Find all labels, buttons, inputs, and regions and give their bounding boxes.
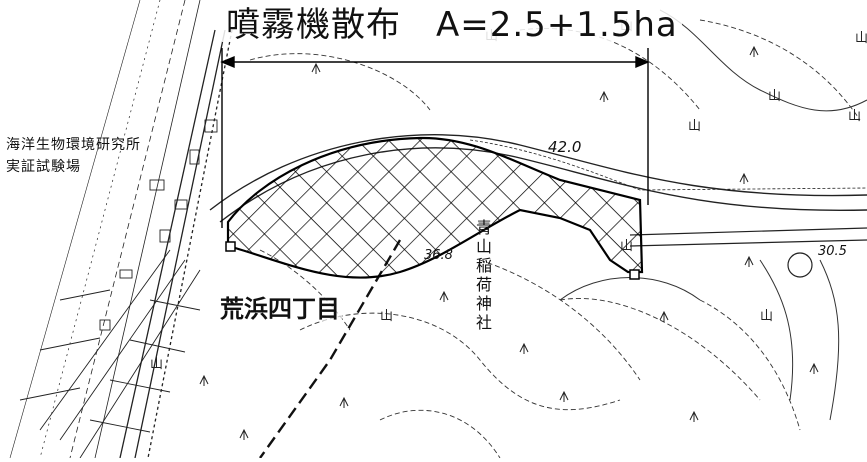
svg-text:山: 山 — [848, 109, 861, 124]
elevation-spot: 36.8 — [424, 248, 453, 263]
svg-text:山: 山 — [620, 239, 633, 254]
institute-label-line1: 海洋生物環境研究所 — [6, 137, 141, 153]
shrine-label: 青山稲荷神社 — [476, 218, 493, 332]
spray-area-hatch — [226, 136, 644, 279]
map-title: 噴霧機散布 A=2.5+1.5ha — [222, 8, 682, 42]
svg-text:山: 山 — [688, 119, 701, 134]
coastline-railway — [9, 0, 233, 459]
district-boundary — [259, 239, 402, 459]
urban-blocks — [19, 119, 218, 459]
elevation-road-top: 42.0 — [548, 138, 582, 156]
elevation-road-right: 30.5 — [818, 244, 847, 259]
svg-text:山: 山 — [855, 31, 867, 46]
marker-square-left — [225, 241, 236, 252]
district-label: 荒浜四丁目 — [218, 295, 342, 323]
marker-square-right — [629, 269, 640, 280]
svg-text:山: 山 — [380, 309, 393, 324]
roundabout — [787, 252, 813, 278]
contour-solid — [559, 9, 867, 421]
svg-text:山: 山 — [768, 89, 781, 104]
tree-symbols — [199, 45, 819, 440]
institute-label-line2: 実証試験場 — [6, 159, 81, 175]
svg-text:山: 山 — [150, 357, 163, 372]
svg-text:山: 山 — [760, 309, 773, 324]
dimension-line — [220, 48, 650, 228]
